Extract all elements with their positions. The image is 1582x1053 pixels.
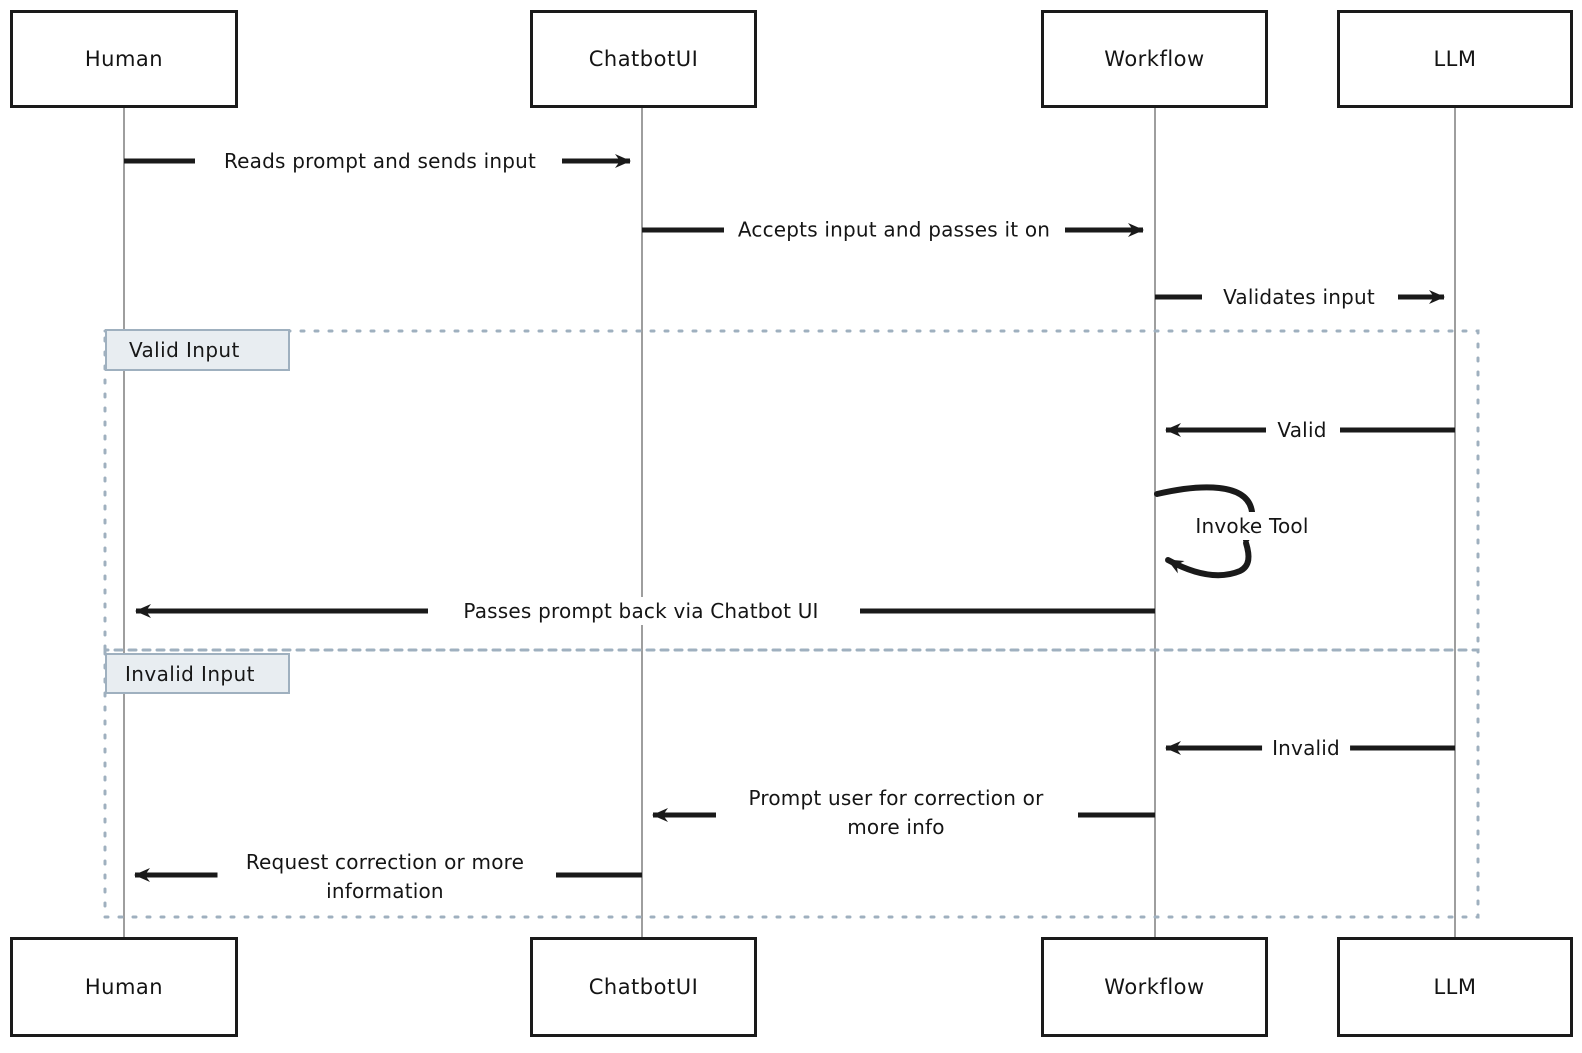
participant-box-chatbotui-top[interactable]: ChatbotUI <box>530 10 757 108</box>
message-label-m6: Passes prompt back via Chatbot UI <box>453 597 829 625</box>
participant-label-workflow-bottom: Workflow <box>1104 975 1205 999</box>
participant-box-human-bottom[interactable]: Human <box>10 937 238 1037</box>
participant-box-human-top[interactable]: Human <box>10 10 238 108</box>
participant-label-chatbotui-bottom: ChatbotUI <box>588 975 699 999</box>
participant-label-llm-bottom: LLM <box>1433 975 1477 999</box>
message-label-m3: Validates input <box>1213 283 1385 311</box>
message-label-m2-text: Accepts input and passes it on <box>737 217 1051 242</box>
message-label-m3-text: Validates input <box>1223 285 1375 309</box>
message-label-m4: Valid <box>1267 416 1337 444</box>
participant-label-llm-top: LLM <box>1433 47 1477 71</box>
message-label-m7: Invalid <box>1262 734 1350 762</box>
message-label-m1-text: Reads prompt and sends input <box>223 149 537 173</box>
message-label-m6-text: Passes prompt back via Chatbot UI <box>463 599 819 623</box>
fragment-label-invalid-input-text: Invalid Input <box>125 661 255 686</box>
message-label-m5-text: Invoke Tool <box>1195 514 1309 538</box>
message-label-m9-text: Request correction or more information <box>245 850 525 903</box>
participant-label-workflow-top: Workflow <box>1104 47 1205 71</box>
participant-box-chatbotui-bottom[interactable]: ChatbotUI <box>530 937 757 1037</box>
participant-label-chatbotui-top: ChatbotUI <box>588 47 699 71</box>
fragment-label-invalid-input: Invalid Input <box>105 653 290 694</box>
message-label-m7-text: Invalid <box>1272 736 1340 760</box>
participant-box-workflow-top[interactable]: Workflow <box>1041 10 1268 108</box>
participant-label-human-top: Human <box>84 47 164 71</box>
fragment-label-valid-input: Valid Input <box>105 329 290 371</box>
message-label-m1: Reads prompt and sends input <box>213 147 547 175</box>
message-label-m8-text: Prompt user for correction or more info <box>748 786 1044 839</box>
participant-box-llm-bottom[interactable]: LLM <box>1337 937 1573 1037</box>
participant-box-llm-top[interactable]: LLM <box>1337 10 1573 108</box>
participant-box-workflow-bottom[interactable]: Workflow <box>1041 937 1268 1037</box>
message-label-m8: Prompt user for correction or more info <box>716 784 1076 842</box>
message-label-m4-text: Valid <box>1277 418 1327 442</box>
message-label-m5: Invoke Tool <box>1185 512 1319 540</box>
message-label-m9: Request correction or more information <box>217 848 553 906</box>
lifelines <box>123 108 1456 937</box>
participant-label-human-bottom: Human <box>84 975 164 999</box>
message-label-m2: Accepts input and passes it on <box>724 215 1064 245</box>
fragment-label-valid-input-text: Valid Input <box>129 338 240 362</box>
fragment-outline-invalid-input <box>103 648 1480 919</box>
